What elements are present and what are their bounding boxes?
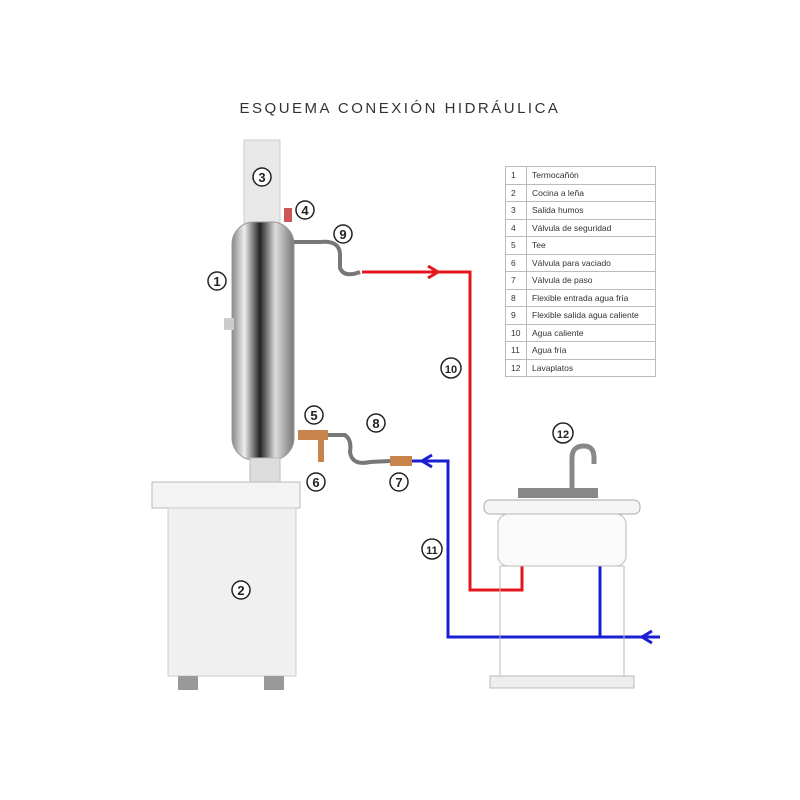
legend-number: 5 <box>505 236 527 255</box>
callout-1: 1 <box>207 271 227 291</box>
legend-label: Cocina a leña <box>526 183 656 202</box>
svg-text:5: 5 <box>310 408 317 423</box>
hot-flex-hose <box>294 239 361 277</box>
tank-knob <box>224 318 234 330</box>
cold-flex-hose <box>328 433 391 465</box>
legend-number: 6 <box>505 253 527 272</box>
legend-number: 7 <box>505 271 527 290</box>
tee-fitting-icon <box>298 430 328 440</box>
svg-text:6: 6 <box>312 475 319 490</box>
callout-3: 3 <box>252 167 272 187</box>
svg-text:1: 1 <box>213 274 220 289</box>
faucet-icon <box>569 443 597 492</box>
cold-arrow-icon <box>639 629 653 645</box>
callout-4: 4 <box>295 200 315 220</box>
legend-number: 11 <box>505 341 527 360</box>
callout-11: 11 <box>421 538 443 560</box>
svg-text:7: 7 <box>395 475 402 490</box>
callout-5: 5 <box>304 405 324 425</box>
svg-text:10: 10 <box>445 364 457 376</box>
legend-number: 10 <box>505 323 527 342</box>
svg-text:4: 4 <box>301 203 309 218</box>
drain-valve-icon <box>318 440 324 462</box>
legend-number: 9 <box>505 306 527 325</box>
stove-top <box>151 481 301 509</box>
legend-label: Tee <box>526 236 656 255</box>
sink-counter <box>483 499 641 515</box>
legend-number: 12 <box>505 358 527 377</box>
stove-foot <box>178 676 198 690</box>
stop-valve-icon <box>390 456 412 466</box>
sink-basin <box>497 513 627 567</box>
legend-number: 2 <box>505 183 527 202</box>
stove-foot <box>264 676 284 690</box>
safety-valve-icon <box>284 208 292 222</box>
callout-2: 2 <box>231 580 251 600</box>
callout-10: 10 <box>440 357 462 379</box>
svg-text:11: 11 <box>426 545 438 557</box>
legend-label: Flexible entrada agua fría <box>526 288 656 307</box>
legend-number: 8 <box>505 288 527 307</box>
callout-12: 12 <box>552 422 574 444</box>
legend-label: Válvula de paso <box>526 271 656 290</box>
legend-number: 3 <box>505 201 527 220</box>
svg-text:8: 8 <box>372 416 379 431</box>
hot-water-line <box>362 270 524 592</box>
legend-label: Flexible salida agua caliente <box>526 306 656 325</box>
sink-base <box>489 675 635 689</box>
legend-number: 1 <box>505 166 527 185</box>
callout-labels: 1 2 3 4 5 6 7 8 9 10 11 12 <box>207 167 574 600</box>
svg-text:3: 3 <box>258 170 265 185</box>
diagram-title: ESQUEMA CONEXIÓN HIDRÁULICA <box>239 100 561 117</box>
hot-arrow-icon <box>427 264 441 280</box>
svg-text:9: 9 <box>339 227 346 242</box>
legend-label: Salida humos <box>526 201 656 220</box>
sink-cabinet <box>499 565 625 677</box>
callout-7: 7 <box>389 472 409 492</box>
legend-label: Válvula de seguridad <box>526 218 656 237</box>
callout-8: 8 <box>366 413 386 433</box>
legend-label: Agua caliente <box>526 323 656 342</box>
legend-label: Agua fría <box>526 341 656 360</box>
legend-number: 4 <box>505 218 527 237</box>
svg-text:12: 12 <box>557 429 569 441</box>
cold-water-line <box>412 459 660 639</box>
faucet-base <box>518 488 598 498</box>
svg-text:2: 2 <box>237 583 244 598</box>
cold-arrow-icon <box>419 453 433 469</box>
callout-9: 9 <box>333 224 353 244</box>
legend-label: Lavaplatos <box>526 358 656 377</box>
legend-label: Válvula para vaciado <box>526 253 656 272</box>
legend-label: Termocañón <box>526 166 656 185</box>
callout-6: 6 <box>306 472 326 492</box>
water-heater-tank <box>231 221 295 461</box>
